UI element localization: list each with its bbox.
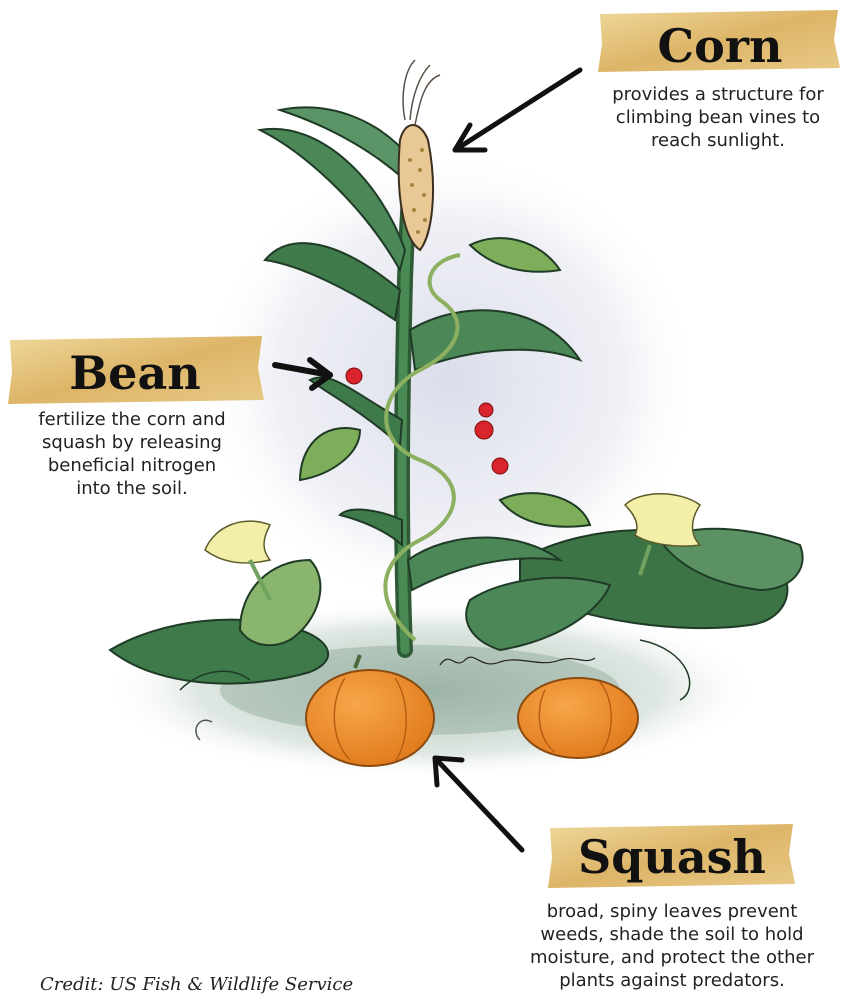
squash-description-line: weeds, shade the soil to hold [540,924,803,945]
corn-description: provides a structure for climbing bean v… [612,84,824,151]
squash-description-line: broad, spiny leaves prevent [547,901,798,922]
bean-description-line: squash by releasing [42,432,222,453]
corn-arrow [455,70,580,150]
corn-description-line: provides a structure for [612,84,824,105]
bean-title: Bean [69,346,200,400]
bean-description-line: into the soil. [76,478,188,499]
squash-description-line: moisture, and protect the other [530,947,815,968]
squash-title: Squash [578,830,766,884]
corn-title: Corn [658,19,783,73]
bean-description-line: fertilize the corn and [38,409,225,430]
bean-description: fertilize the corn and squash by releasi… [38,409,225,499]
image-credit: Credit: US Fish & Wildlife Service [40,974,353,995]
corn-description-line: climbing bean vines to [616,107,820,128]
bean-description-line: beneficial nitrogen [48,455,216,476]
squash-description: broad, spiny leaves prevent weeds, shade… [530,901,815,991]
squash-description-line: plants against predators. [559,970,785,991]
corn-description-line: reach sunlight. [651,130,785,151]
